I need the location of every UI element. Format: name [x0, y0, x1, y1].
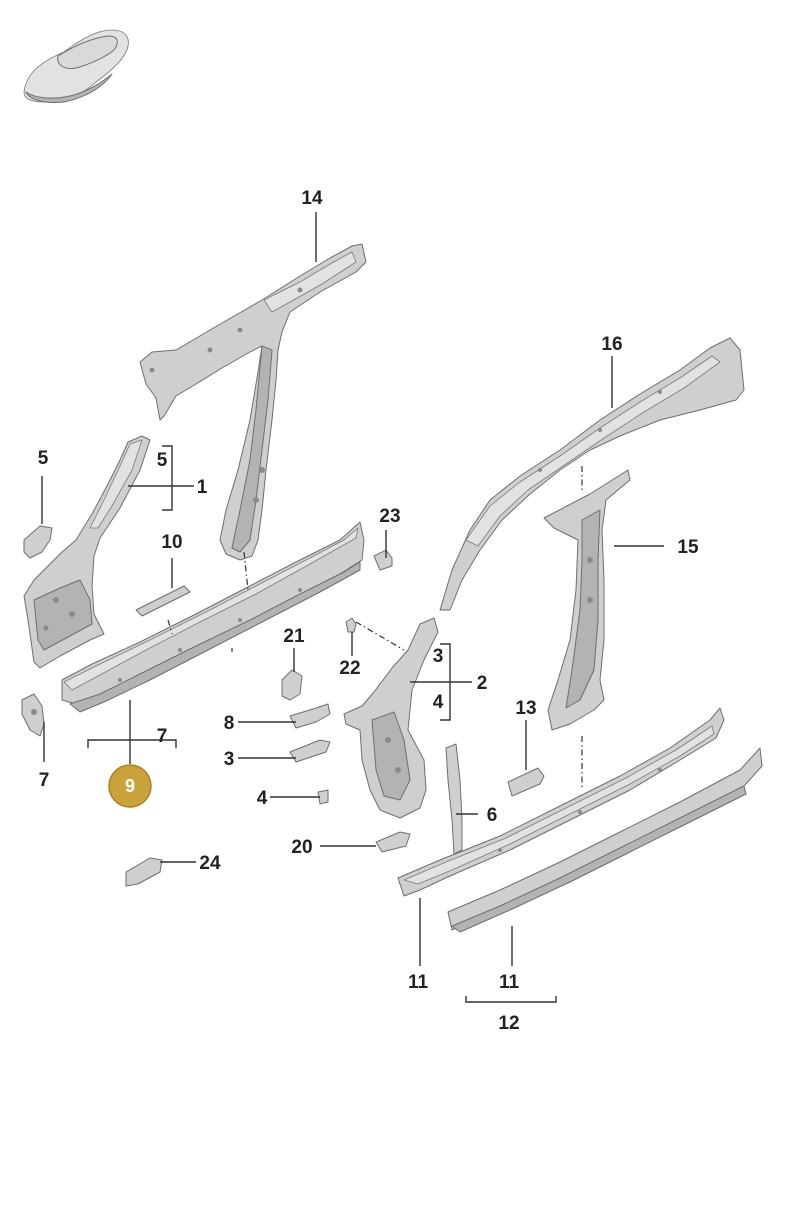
assembly-lines [167, 466, 583, 790]
label-7-left[interactable]: 7 [39, 770, 50, 791]
label-21[interactable]: 21 [283, 626, 305, 647]
label-11-inner[interactable]: 11 [408, 972, 429, 993]
label-23[interactable]: 23 [379, 506, 400, 527]
highlight-badge-circle [108, 764, 152, 808]
part-2-a-pillar-lower [343, 617, 439, 819]
part-10-strip [135, 585, 191, 617]
label-13[interactable]: 13 [515, 698, 536, 719]
label-7-bracket[interactable]: 7 [157, 726, 168, 747]
label-1[interactable]: 1 [197, 477, 208, 498]
part-8-bracket [289, 703, 331, 729]
label-5-bracket[interactable]: 5 [157, 450, 168, 471]
part-6-reinforcement [445, 743, 463, 855]
highlight-badge-label: 9 [125, 776, 135, 796]
part-5-bracket [23, 525, 53, 559]
part-16-roof-rail [439, 337, 745, 611]
part-15-b-pillar [543, 469, 631, 731]
label-20[interactable]: 20 [291, 837, 312, 858]
label-24[interactable]: 24 [199, 853, 221, 874]
part-11-sill-inner [397, 707, 725, 897]
car-silhouette-icon [23, 29, 129, 103]
part-24-bracket [125, 857, 163, 887]
part-23-bracket [373, 549, 393, 571]
leader-lines [41, 212, 664, 1003]
label-15[interactable]: 15 [677, 537, 699, 558]
label-12[interactable]: 12 [498, 1013, 519, 1034]
label-3-left[interactable]: 3 [224, 749, 235, 770]
part-labels: 14 16 5 5 1 23 10 15 21 22 3 2 4 13 7 7 … [38, 188, 699, 1034]
label-16[interactable]: 16 [601, 334, 622, 355]
label-4-bracket[interactable]: 4 [433, 692, 444, 713]
part-1-a-pillar [23, 435, 151, 669]
label-22[interactable]: 22 [339, 658, 360, 679]
label-14[interactable]: 14 [301, 188, 323, 209]
label-5-left[interactable]: 5 [38, 448, 49, 469]
part-21-bracket [281, 669, 303, 701]
part-11-sill-outer [447, 747, 763, 933]
label-6[interactable]: 6 [487, 805, 498, 826]
label-8[interactable]: 8 [224, 713, 235, 734]
label-10[interactable]: 10 [161, 532, 182, 553]
label-2[interactable]: 2 [477, 673, 488, 694]
highlight-badge[interactable]: 9 [108, 764, 152, 808]
part-7-bracket [21, 693, 45, 737]
part-3-bracket [289, 739, 331, 763]
label-4-left[interactable]: 4 [257, 788, 268, 809]
label-11-outer[interactable]: 11 [499, 972, 520, 993]
part-13-strip [507, 767, 545, 797]
part-9-sill-left [61, 521, 365, 713]
label-3-bracket[interactable]: 3 [433, 646, 444, 667]
part-22-clip [345, 617, 357, 633]
part-20-bracket [375, 831, 411, 853]
part-4-bracket [317, 789, 329, 805]
part-14-pillar-frame [139, 243, 367, 561]
